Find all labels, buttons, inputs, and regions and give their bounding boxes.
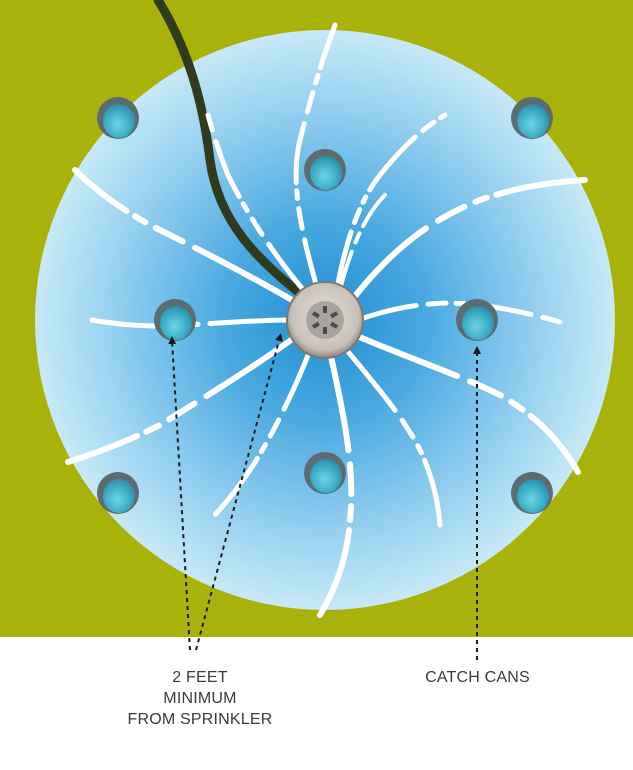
catch-can-icon (511, 472, 553, 514)
distance-label-line-2: MINIMUM (120, 688, 280, 709)
catch-can-icon (97, 472, 139, 514)
catch-can-icon (456, 299, 498, 341)
sprinkler-head-icon (287, 282, 363, 358)
catch-can-icon (511, 97, 553, 139)
catch-cans-label: CATCH CANS (395, 667, 560, 688)
distance-label-line-3: FROM SPRINKLER (120, 709, 280, 730)
catch-can-icon (304, 149, 346, 191)
catch-can-icon (154, 299, 196, 341)
distance-label-line-1: 2 FEET (120, 667, 280, 688)
catch-can-icon (97, 97, 139, 139)
distance-label: 2 FEET MINIMUM FROM SPRINKLER (120, 667, 280, 730)
catch-can-icon (304, 452, 346, 494)
catch-cans-label-text: CATCH CANS (395, 667, 560, 688)
